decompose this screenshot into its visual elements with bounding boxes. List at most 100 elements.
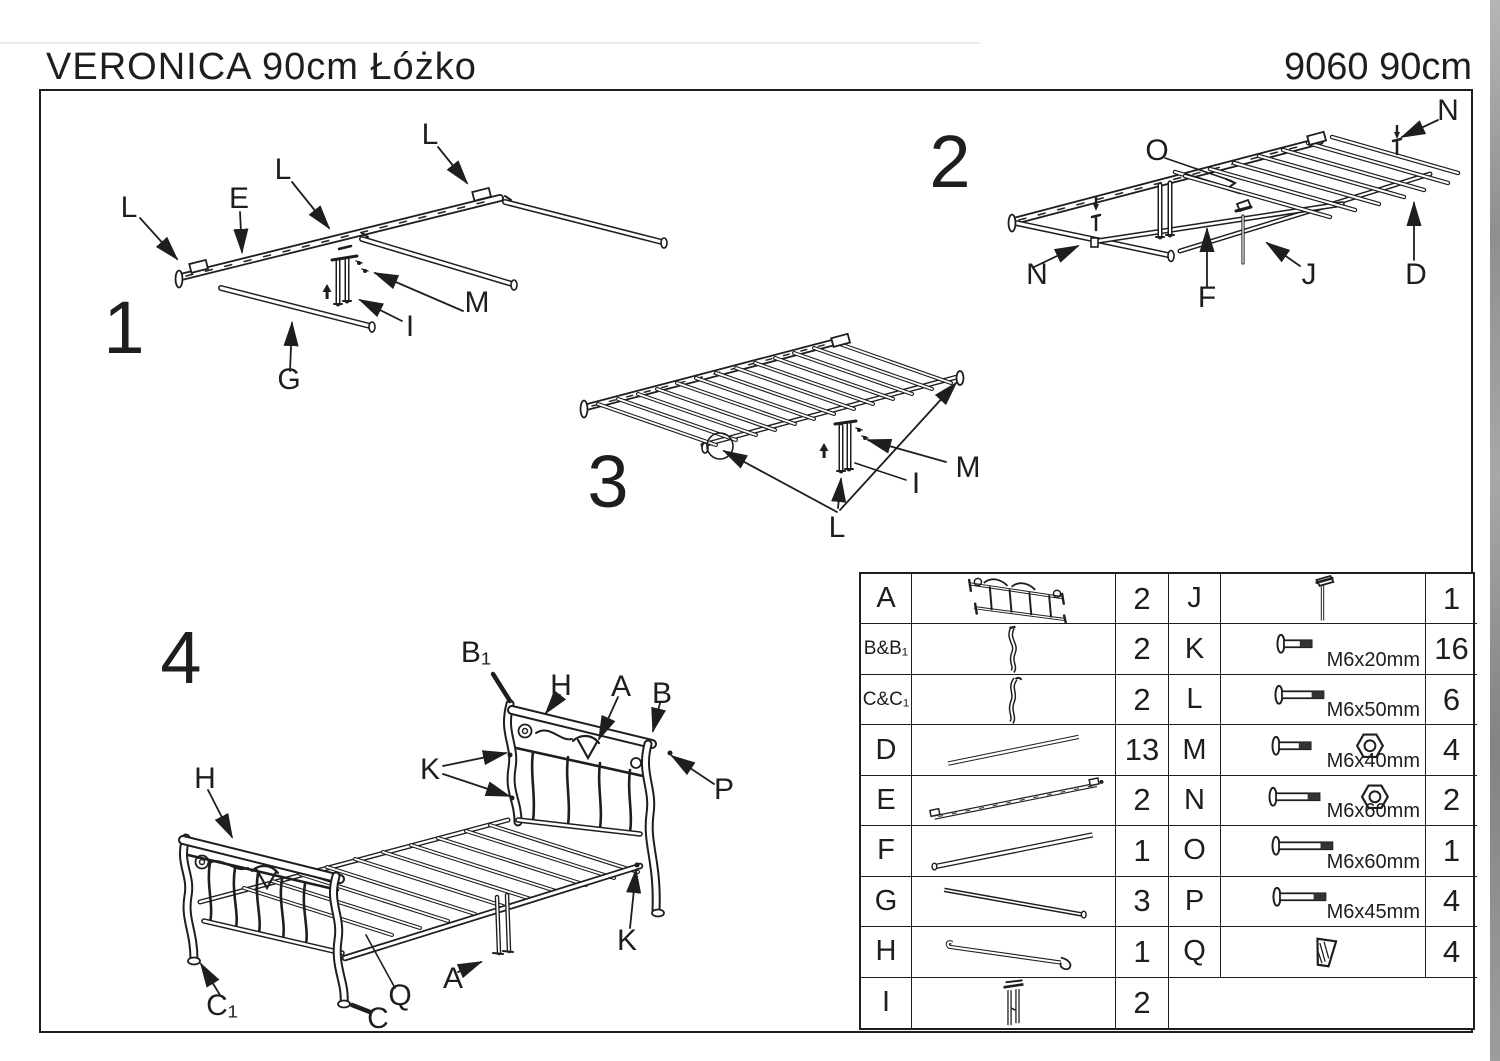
bolt-icon	[1274, 684, 1325, 705]
part-label: I	[911, 467, 921, 500]
part-label: C₁	[206, 989, 238, 1022]
part-icon-cell	[1221, 927, 1426, 978]
part-letter: E	[876, 783, 896, 816]
part-qty: 2	[1133, 681, 1151, 717]
part-icon-cell: M6x20mm	[1221, 624, 1426, 675]
part-icon-cell	[912, 725, 1116, 776]
part-letter-cell: N	[1169, 775, 1221, 827]
part-label: H	[550, 669, 572, 702]
scan-artifact-line	[0, 42, 980, 44]
part-letter: H	[875, 935, 897, 968]
part-letter-cell: G	[861, 876, 912, 928]
part-icon-cell: M6x50mm	[1221, 674, 1426, 726]
step3-diagram	[579, 332, 965, 513]
part-label: A	[442, 962, 464, 995]
part-label: P	[713, 773, 735, 806]
part-label: M	[464, 286, 490, 319]
part-icon-cell: M6x60mm	[1221, 826, 1426, 877]
parts-table: A 2 J 1 B&B₁	[859, 572, 1477, 1030]
part-label: L	[828, 511, 846, 544]
part-label: M	[955, 451, 981, 484]
support-leg-icon	[1003, 978, 1024, 1025]
part-qty: 6	[1442, 681, 1461, 717]
part-qty-cell: 1	[1426, 826, 1477, 877]
part-letter: J	[1187, 582, 1202, 615]
part-qty-cell: 4	[1426, 877, 1477, 928]
part-letter: N	[1184, 783, 1205, 816]
part-icon-cell: M6x40mm	[1221, 725, 1426, 776]
part-qty: 1	[1133, 933, 1151, 969]
part-letter-cell: B&B₁	[861, 624, 912, 675]
part-qty: 4	[1442, 883, 1461, 919]
part-qty-cell: 13	[1116, 725, 1169, 776]
part-letter-cell: L	[1169, 674, 1221, 726]
part-label: J	[1301, 258, 1317, 291]
part-label: L	[120, 191, 138, 224]
step4-diagram	[178, 671, 715, 1015]
part-qty: 13	[1124, 732, 1160, 768]
part-letter: I	[881, 986, 891, 1019]
part-qty: 2	[1133, 580, 1151, 616]
part-letter: C&C₁	[862, 688, 910, 710]
part-letter-cell: Q	[1169, 927, 1221, 978]
part-icon-cell	[912, 624, 1116, 675]
part-letter-cell: K	[1169, 624, 1221, 675]
part-letter-cell: E	[861, 775, 912, 827]
part-letter-cell: M	[1169, 725, 1221, 776]
step3-number: 3	[587, 440, 629, 523]
part-label: N	[1437, 94, 1459, 127]
part-qty-cell: 2	[1116, 574, 1169, 625]
part-qty: 2	[1133, 631, 1151, 667]
part-letter: K	[1184, 632, 1205, 665]
part-qty: 1	[1442, 832, 1461, 868]
part-letter: M	[1182, 733, 1207, 766]
part-label: Q	[388, 979, 412, 1012]
bolt-size: M6x50mm	[1326, 699, 1420, 722]
part-letter-cell: O	[1169, 826, 1221, 877]
bolt-nut-icon	[1271, 733, 1385, 759]
side-rail-icon	[929, 776, 1104, 820]
bolt-icon	[1271, 836, 1334, 856]
scan-edge-artifact	[1490, 0, 1500, 1061]
bolt-size: M6x20mm	[1326, 648, 1420, 671]
curved-post-icon	[1008, 626, 1017, 674]
part-letter-cell: D	[861, 725, 912, 776]
part-icon-cell: M6x60mm	[1221, 775, 1426, 827]
cross-rod-icon	[943, 887, 1087, 919]
part-qty-cell: 2	[1116, 775, 1169, 827]
part-qty-cell: 2	[1116, 977, 1169, 1028]
part-label: H	[194, 762, 216, 795]
part-label: C	[367, 1002, 389, 1035]
part-label: D	[1405, 258, 1427, 291]
part-letter-cell: C&C₁	[861, 674, 912, 726]
part-qty: 16	[1434, 631, 1469, 667]
part-qty-cell: 1	[1116, 826, 1169, 877]
model-number: 9060 90cm	[1283, 46, 1472, 88]
part-icon-cell	[912, 977, 1116, 1028]
part-qty: 2	[1133, 782, 1151, 818]
part-qty-cell: 3	[1116, 876, 1169, 928]
part-icon-cell	[912, 674, 1116, 726]
part-qty: 1	[1133, 832, 1151, 868]
part-icon-cell	[912, 826, 1116, 877]
part-qty: 4	[1442, 732, 1461, 768]
part-letter-cell: F	[861, 826, 912, 877]
part-qty-cell: 2	[1116, 624, 1169, 675]
bolt-icon	[1272, 886, 1327, 907]
bolt-size: M6x60mm	[1326, 800, 1420, 823]
part-icon-cell	[912, 876, 1116, 928]
part-icon-cell	[912, 574, 1116, 625]
foot-cap-icon	[1316, 937, 1338, 968]
part-label: L	[274, 153, 292, 186]
bolt-size: M6x60mm	[1326, 850, 1420, 873]
slat-icon	[947, 735, 1080, 767]
part-label: B	[651, 677, 673, 710]
part-qty-cell: 2	[1426, 776, 1477, 827]
step4-number: 4	[160, 616, 202, 699]
part-icon-cell: M6x45mm	[1221, 876, 1426, 928]
part-qty-cell: 1	[1426, 574, 1477, 625]
step1-diagram	[139, 146, 668, 372]
content-border	[39, 89, 1473, 1033]
part-label: F	[1197, 281, 1217, 314]
